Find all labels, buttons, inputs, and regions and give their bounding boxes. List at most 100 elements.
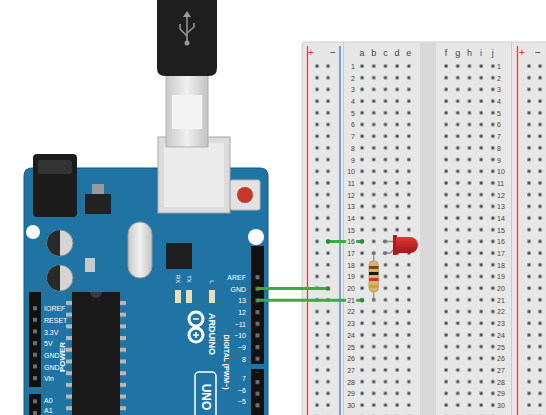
row-number: 15 [346, 226, 356, 233]
row-number: 21 [346, 296, 356, 303]
column-letter: d [395, 49, 400, 58]
column-letter: g [455, 49, 460, 58]
row-number: 30 [496, 402, 506, 409]
row-number: 26 [496, 355, 506, 362]
row-number: 7 [496, 133, 502, 140]
led-label: RX [175, 275, 181, 283]
row-number: 14 [496, 214, 506, 221]
row-number: 17 [346, 250, 356, 257]
pin-label: ~10 [234, 332, 246, 339]
breadboard [302, 42, 546, 415]
board-model: UNO [200, 384, 212, 411]
row-number: 24 [496, 331, 506, 338]
pin-label: ~5 [238, 398, 246, 405]
row-number: 27 [346, 366, 356, 373]
led [383, 235, 418, 255]
row-number: 18 [496, 261, 506, 268]
led-label: TX [186, 275, 192, 283]
rail-sign: + [519, 48, 525, 58]
row-number: 19 [346, 273, 356, 280]
pin-label: Vin [44, 375, 54, 382]
wires [258, 242, 362, 301]
row-number: 9 [350, 156, 356, 163]
row-number: 10 [346, 168, 356, 175]
pin-label: 5V [44, 340, 53, 347]
led-label: L [209, 280, 215, 283]
row-number: 3 [350, 86, 356, 93]
row-number: 21 [496, 296, 506, 303]
pin-label: A0 [44, 397, 53, 404]
pin-label: 7 [242, 375, 246, 382]
pin-label: ~9 [238, 343, 246, 350]
pin-label: ~11 [235, 320, 246, 327]
column-letter: h [467, 49, 472, 58]
column-letter: i [480, 49, 482, 58]
arduino-uno [24, 154, 268, 415]
pin-label: IOREF [44, 305, 65, 312]
row-number: 28 [346, 378, 356, 385]
header-title: POWER [59, 342, 67, 372]
row-number: 11 [347, 179, 356, 186]
rail-sign: − [330, 48, 336, 58]
row-number: 13 [496, 203, 506, 210]
row-number: 26 [346, 355, 356, 362]
row-number: 7 [350, 133, 356, 140]
rail-sign: + [308, 48, 314, 58]
row-number: 4 [350, 98, 356, 105]
row-number: 29 [346, 390, 356, 397]
usb-cable [157, 0, 230, 213]
row-number: 13 [346, 203, 356, 210]
row-number: 16 [346, 238, 356, 245]
row-number: 12 [346, 191, 356, 198]
pin-label: GND [230, 285, 246, 292]
row-number: 9 [496, 156, 502, 163]
row-number: 24 [346, 331, 356, 338]
row-number: 18 [346, 261, 356, 268]
row-number: 10 [496, 168, 506, 175]
row-number: 22 [346, 308, 356, 315]
header-title: DIGITAL (PWM~) [223, 334, 230, 389]
pin-label: GND [44, 363, 60, 370]
pin-label: 3.3V [44, 328, 58, 335]
pin-label: RESET [44, 317, 67, 324]
row-number: 14 [346, 214, 356, 221]
row-number: 8 [350, 144, 356, 151]
row-number: 30 [346, 402, 356, 409]
row-number: 6 [350, 121, 356, 128]
pin-label: AREF [227, 274, 246, 281]
row-number: 20 [496, 285, 506, 292]
row-number: 20 [346, 285, 356, 292]
row-number: 22 [496, 308, 506, 315]
row-number: 11 [496, 179, 505, 186]
column-letter: e [406, 49, 411, 58]
row-number: 8 [496, 144, 502, 151]
row-number: 4 [496, 98, 502, 105]
pin-label: 13 [238, 297, 246, 304]
row-number: 25 [346, 343, 356, 350]
row-number: 6 [496, 121, 502, 128]
pin-label: ~6 [238, 386, 246, 393]
row-number: 17 [496, 250, 506, 257]
rail-sign: − [535, 48, 541, 58]
row-number: 3 [496, 86, 502, 93]
row-number: 2 [350, 74, 356, 81]
row-number: 27 [496, 366, 506, 373]
row-number: 19 [496, 273, 506, 280]
column-letter: a [359, 49, 364, 58]
row-number: 29 [496, 390, 506, 397]
row-number: 23 [346, 320, 356, 327]
row-number: 28 [496, 378, 506, 385]
row-number: 2 [496, 74, 502, 81]
pin-label: GND [44, 352, 60, 359]
column-letter: c [383, 49, 388, 58]
resistor [369, 251, 378, 301]
row-number: 1 [496, 63, 502, 70]
row-number: 12 [496, 191, 506, 198]
row-number: 5 [350, 109, 356, 116]
row-number: 23 [496, 320, 506, 327]
row-number: 1 [350, 63, 356, 70]
brand-name: ARDUINO [207, 313, 216, 355]
column-letter: f [445, 49, 448, 58]
row-number: 5 [496, 109, 502, 116]
